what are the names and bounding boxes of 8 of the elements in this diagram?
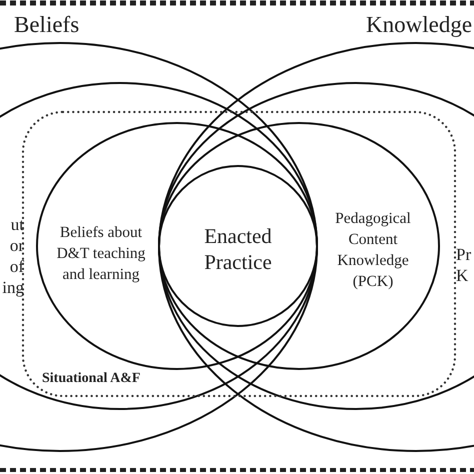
group-label: Situational A&F: [42, 370, 142, 388]
ellipse-label: Pr K: [456, 244, 472, 286]
heading: Knowledge: [366, 11, 474, 39]
ellipse-label: ut or of ing: [1, 214, 24, 298]
heading: Beliefs: [14, 11, 80, 39]
ellipse-label: Beliefs about D&T teaching and learning: [56, 223, 146, 285]
circle-label: Enacted Practice: [203, 223, 273, 275]
ellipse-label: Pedagogical Content Knowledge (PCK): [334, 209, 412, 292]
